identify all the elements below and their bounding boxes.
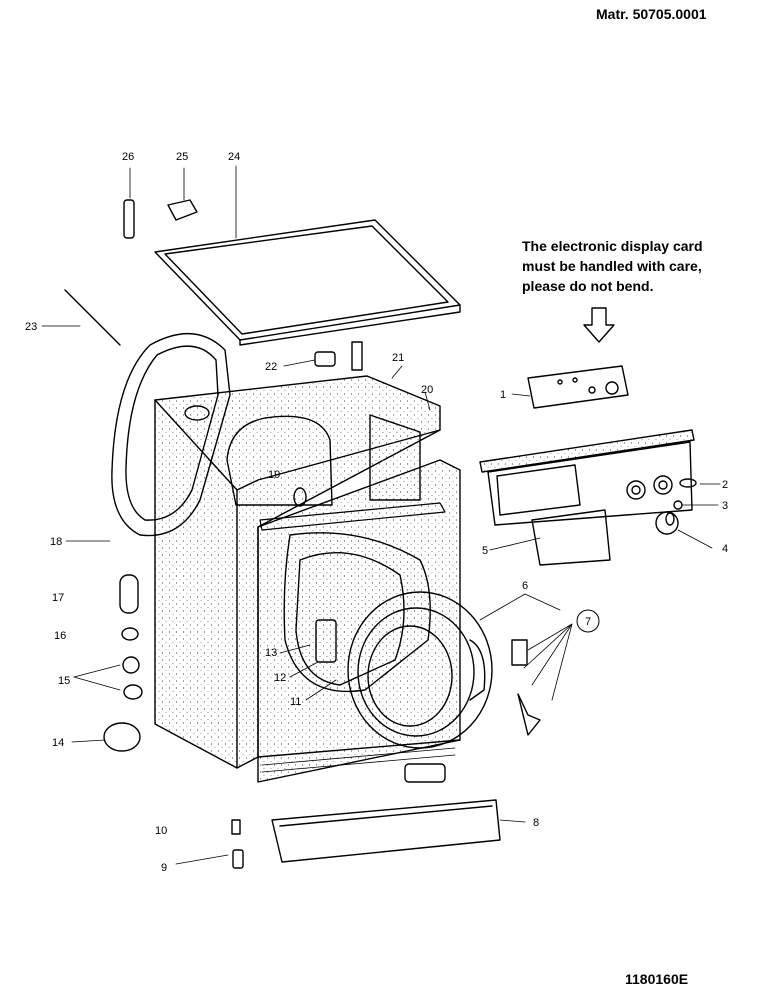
callout-9: 9 bbox=[161, 862, 167, 874]
kickplate bbox=[271, 799, 501, 863]
note-line-3: please do not bend. bbox=[522, 278, 654, 294]
part-10-spring bbox=[231, 819, 241, 835]
part-14-foot bbox=[103, 722, 141, 752]
callout-23: 23 bbox=[25, 321, 37, 333]
callout-14: 14 bbox=[52, 737, 64, 749]
push-button bbox=[673, 500, 683, 510]
callout-20: 20 bbox=[421, 384, 433, 396]
part-7-hook bbox=[511, 639, 528, 666]
note-line-1: The electronic display card bbox=[522, 238, 703, 254]
door-hinge bbox=[315, 619, 337, 663]
callout-7: 7 bbox=[585, 616, 591, 628]
callout-25: 25 bbox=[176, 151, 188, 163]
door-gasket bbox=[111, 333, 231, 537]
callout-13: 13 bbox=[265, 647, 277, 659]
part-19-clip bbox=[293, 487, 307, 507]
callout-5: 5 bbox=[482, 545, 488, 557]
arrow-down-icon bbox=[583, 307, 615, 343]
callout-16: 16 bbox=[54, 630, 66, 642]
cabinet bbox=[154, 375, 461, 783]
detergent-drawer bbox=[531, 509, 611, 566]
part-17-grommet bbox=[119, 574, 139, 614]
callout-1: 1 bbox=[500, 389, 506, 401]
callout-circle-7 bbox=[576, 609, 600, 633]
top-lid bbox=[154, 219, 461, 346]
callout-10: 10 bbox=[155, 825, 167, 837]
callout-2: 2 bbox=[722, 479, 728, 491]
part-15-lamp bbox=[122, 656, 140, 674]
part-16-cap bbox=[121, 627, 139, 641]
callout-11: 11 bbox=[290, 696, 301, 708]
electronic-display-card bbox=[527, 365, 629, 409]
part-7-latch bbox=[517, 693, 541, 736]
callout-6: 6 bbox=[522, 580, 528, 592]
callout-21: 21 bbox=[392, 352, 404, 364]
callout-18: 18 bbox=[50, 536, 62, 548]
callout-4: 4 bbox=[722, 543, 728, 555]
figure-code: 1180160E bbox=[625, 971, 689, 987]
control-panel bbox=[479, 429, 695, 526]
callout-22: 22 bbox=[265, 361, 277, 373]
part-21-spring bbox=[351, 341, 363, 371]
part-26-switch bbox=[123, 199, 135, 239]
part-25-connector bbox=[167, 199, 198, 221]
indicator-lens bbox=[679, 478, 697, 488]
callout-26: 26 bbox=[122, 151, 134, 163]
note-line-2: must be handled with care, bbox=[522, 258, 702, 274]
handling-note: The electronic display card must be hand… bbox=[522, 236, 752, 296]
callout-19: 19 bbox=[268, 469, 280, 481]
door-assembly bbox=[347, 591, 493, 749]
part-23-hose bbox=[64, 289, 121, 346]
part-9-screw bbox=[232, 849, 244, 869]
callout-12: 12 bbox=[274, 672, 286, 684]
callout-17: 17 bbox=[52, 592, 64, 604]
callout-8: 8 bbox=[533, 817, 539, 829]
callout-24: 24 bbox=[228, 151, 240, 163]
callout-3: 3 bbox=[722, 500, 728, 512]
selector-knob bbox=[655, 511, 679, 535]
leader-lines bbox=[41, 165, 721, 865]
drawing-number: Matr. 50705.0001 bbox=[596, 6, 707, 22]
part-22-clamp bbox=[314, 351, 336, 367]
callout-15: 15 bbox=[58, 675, 70, 687]
part-15-holder bbox=[123, 684, 143, 700]
